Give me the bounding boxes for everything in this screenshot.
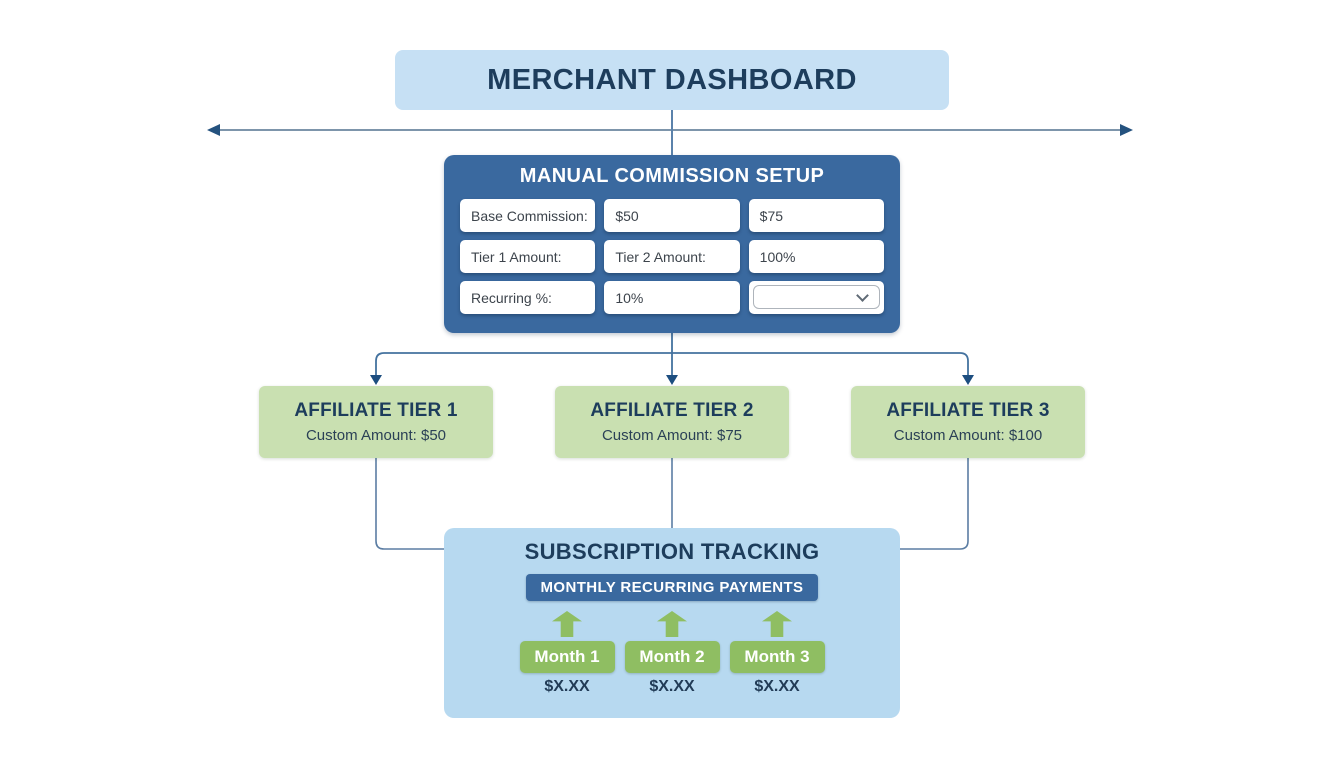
tier-custom-amount: Custom Amount: $75 xyxy=(601,427,743,444)
tier-custom-amount: Custom Amount: $50 xyxy=(305,427,447,444)
chevron-down-icon xyxy=(856,289,869,302)
recurring-percent-label: Recurring %: xyxy=(460,281,596,314)
subscription-panel-title: SUBSCRIPTION TRACKING xyxy=(524,539,820,564)
manual-commission-setup-panel: MANUAL COMMISSION SETUP Base Commission:… xyxy=(444,155,900,333)
base-commission-label: Base Commission: xyxy=(460,199,596,232)
month-3-column: Month 3 $X.XX xyxy=(729,611,825,696)
up-arrow-icon xyxy=(657,611,687,637)
month-3-amount: $X.XX xyxy=(754,678,800,695)
merchant-dashboard-header: MERCHANT DASHBOARD xyxy=(395,50,949,110)
month-2-pill: Month 2 xyxy=(624,641,720,673)
left-arrowhead-icon xyxy=(207,124,220,136)
months-row: Month 1 $X.XX Month 2 $X.XX Month 3 $X.X… xyxy=(519,611,825,696)
month-2-column: Month 2 $X.XX xyxy=(624,611,720,696)
connector-tier1-to-subscription xyxy=(375,458,444,550)
subscription-tracking-panel: SUBSCRIPTION TRACKING MONTHLY RECURRING … xyxy=(444,528,900,718)
commission-fields-grid: Base Commission: $50 $75 Tier 1 Amount: … xyxy=(444,199,900,314)
tier1-amount-label: Tier 1 Amount: xyxy=(460,240,596,273)
base-commission-input[interactable]: $50 xyxy=(604,199,740,232)
month-1-column: Month 1 $X.XX xyxy=(519,611,615,696)
tier-custom-amount: Custom Amount: $100 xyxy=(893,427,1043,444)
month-2-amount: $X.XX xyxy=(649,678,695,695)
tier-perccritical-input[interactable]: 100% xyxy=(748,240,884,273)
select-field[interactable] xyxy=(752,285,880,309)
page-title: MERCHANT DASHBOARD xyxy=(487,63,857,96)
affiliate-tier-1-box: AFFILIATE TIER 1 Custom Amount: $50 xyxy=(259,386,493,458)
branch-line xyxy=(375,352,969,377)
tier-title: AFFILIATE TIER 1 xyxy=(294,400,458,421)
up-arrow-icon xyxy=(762,611,792,637)
up-arrow-icon xyxy=(552,611,582,637)
tier2-amount-label: Tier 2 Amount: xyxy=(604,240,740,273)
down-arrowhead-tier2-icon xyxy=(666,375,678,385)
recurring-type-select[interactable] xyxy=(748,281,884,314)
affiliate-tier-2-box: AFFILIATE TIER 2 Custom Amount: $75 xyxy=(555,386,789,458)
month-3-pill: Month 3 xyxy=(729,641,825,673)
down-arrowhead-tier3-icon xyxy=(962,375,974,385)
month-1-amount: $X.XX xyxy=(544,678,590,695)
month-1-pill: Month 1 xyxy=(519,641,615,673)
monthly-recurring-payments-badge: MONTHLY RECURRING PAYMENTS xyxy=(525,574,819,601)
connector-tier3-to-subscription xyxy=(900,458,969,550)
commission-panel-title: MANUAL COMMISSION SETUP xyxy=(519,165,825,187)
right-arrowhead-icon xyxy=(1120,124,1133,136)
tier-title: AFFILIATE TIER 3 xyxy=(886,400,1050,421)
down-arrowhead-tier1-icon xyxy=(370,375,382,385)
affiliate-tier-3-box: AFFILIATE TIER 3 Custom Amount: $100 xyxy=(851,386,1085,458)
tier-title: AFFILIATE TIER 2 xyxy=(590,400,754,421)
recurring-percent-input[interactable]: 10% xyxy=(604,281,740,314)
secondary-commission-input[interactable]: $75 xyxy=(748,199,884,232)
